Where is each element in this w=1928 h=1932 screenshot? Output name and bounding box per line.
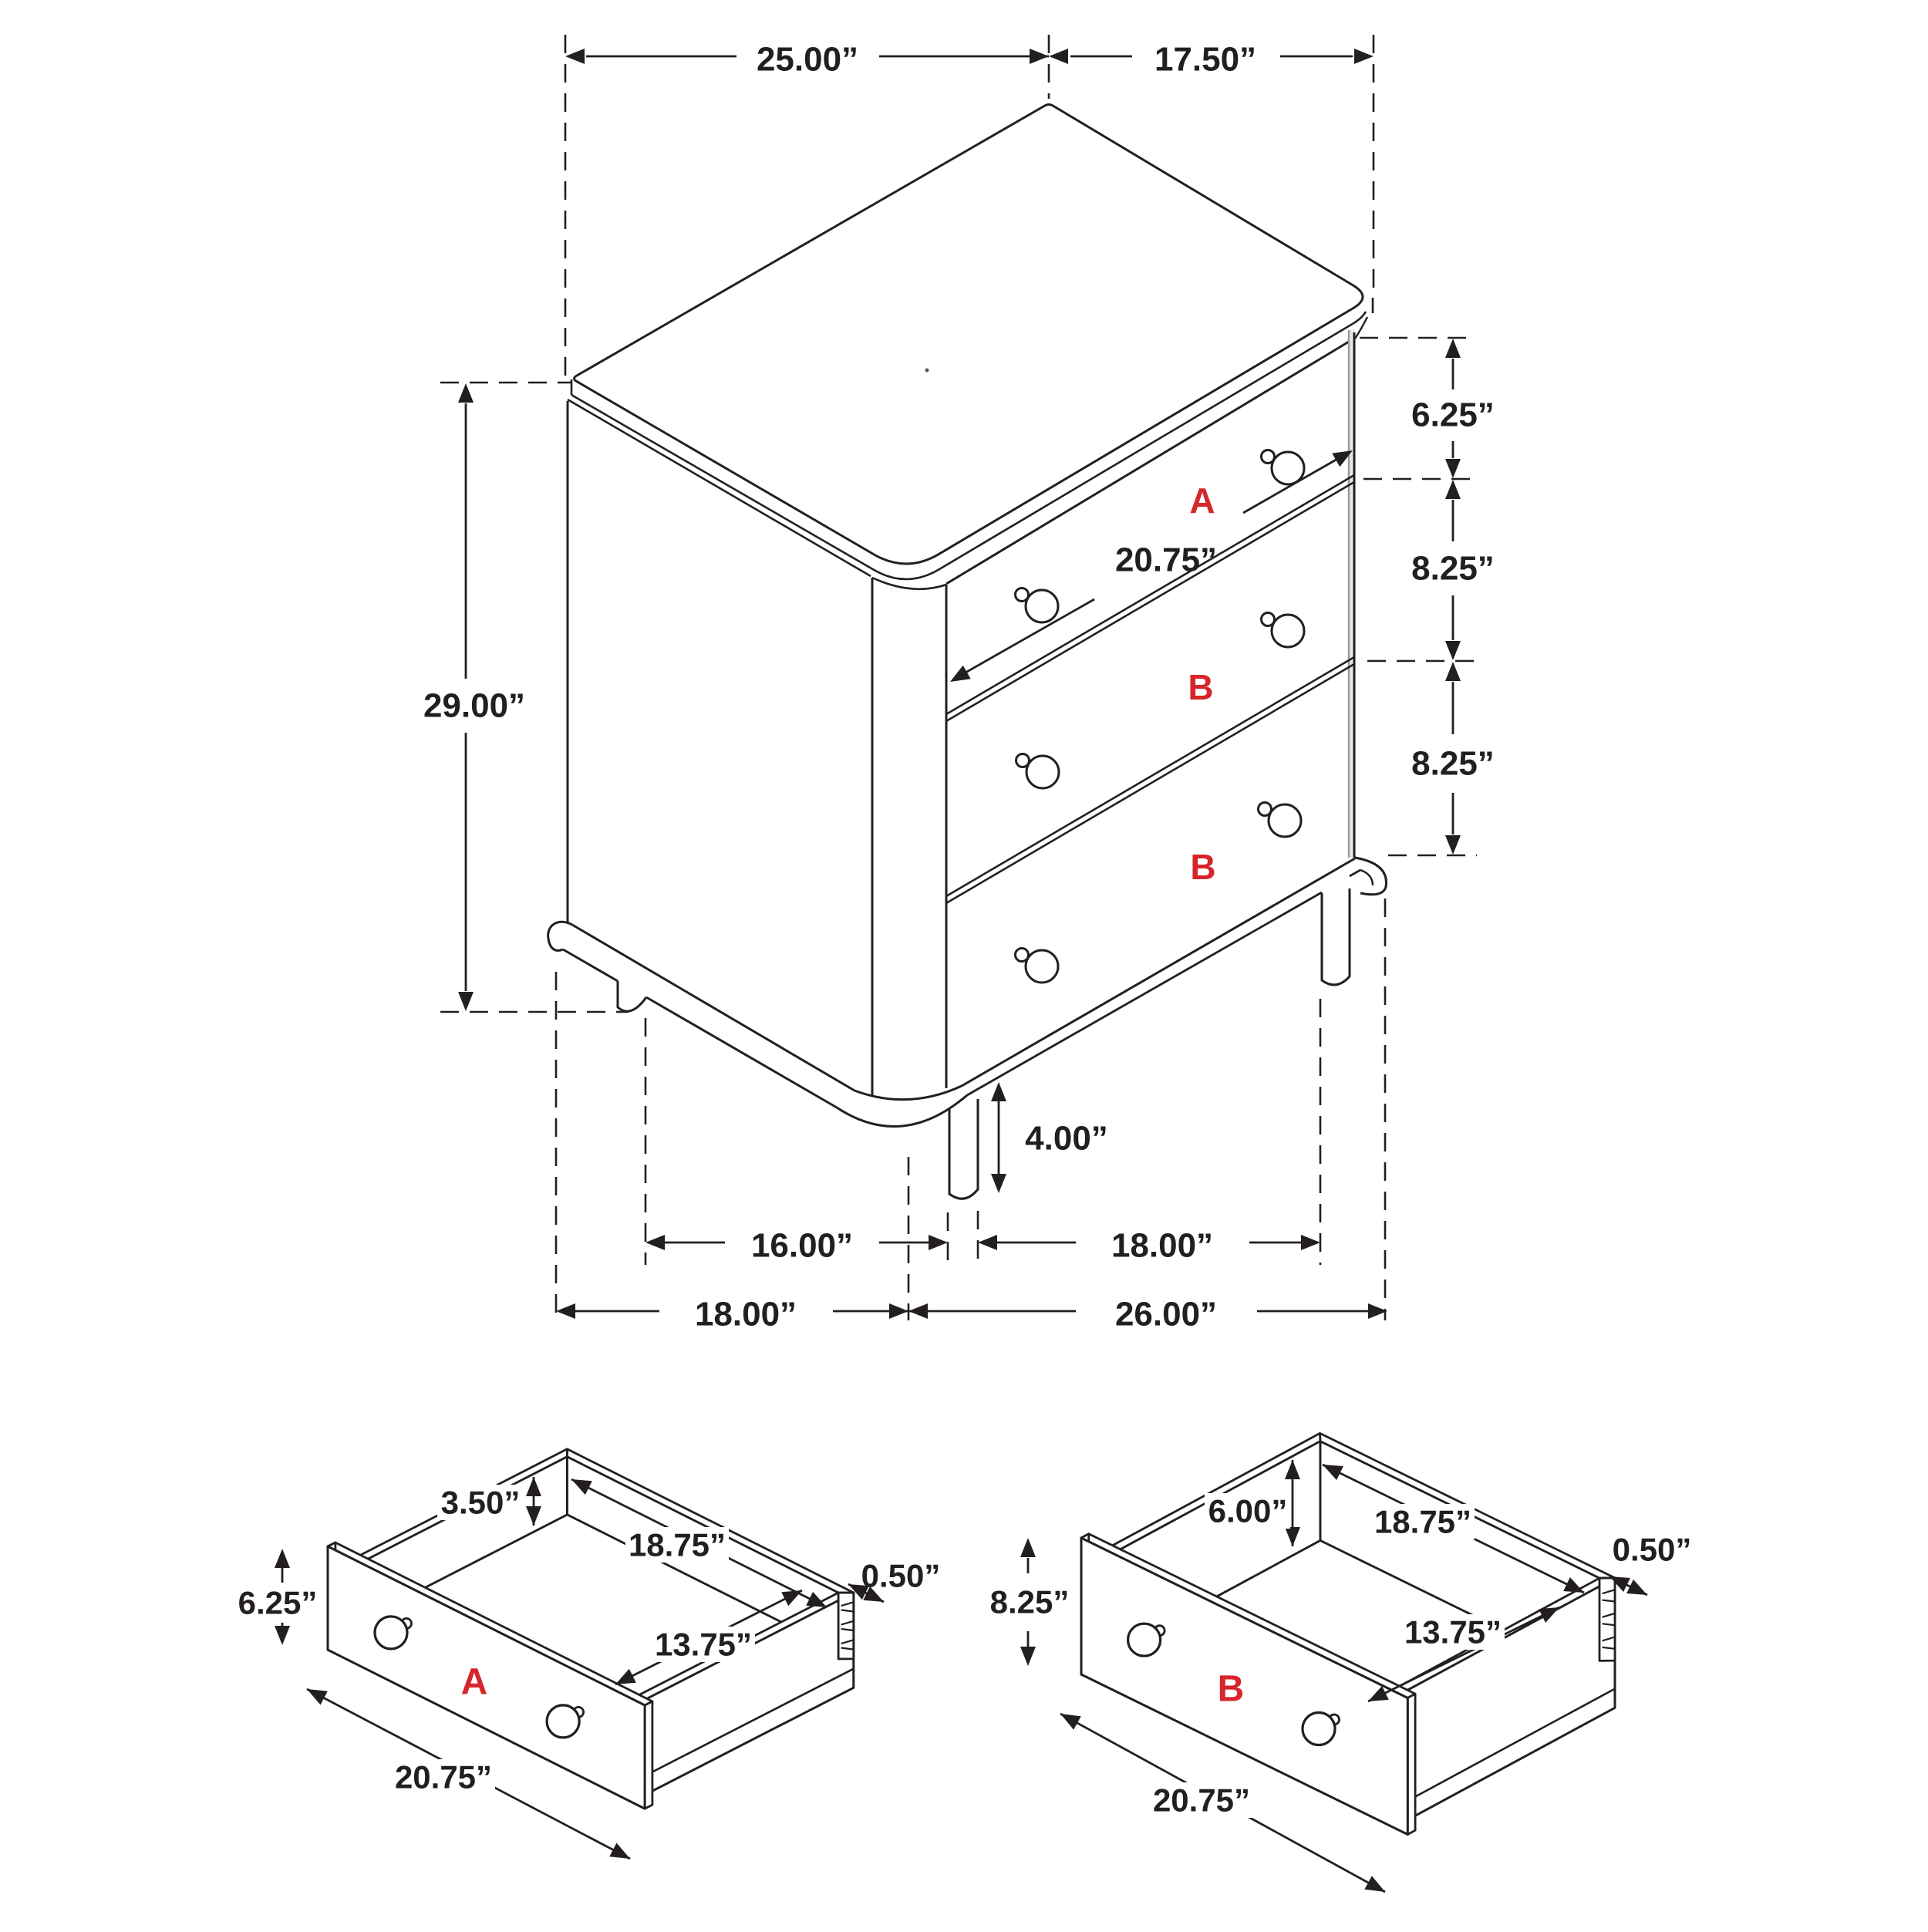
- svg-text:20.75”: 20.75”: [395, 1759, 492, 1795]
- svg-text:6.25”: 6.25”: [238, 1585, 318, 1621]
- svg-text:20.75”: 20.75”: [1115, 541, 1217, 579]
- svg-text:B: B: [1188, 667, 1213, 707]
- svg-text:16.00”: 16.00”: [751, 1227, 853, 1265]
- svg-text:17.50”: 17.50”: [1154, 41, 1256, 79]
- svg-text:0.50”: 0.50”: [1613, 1532, 1692, 1568]
- svg-text:8.25”: 8.25”: [1411, 550, 1495, 588]
- svg-text:18.00”: 18.00”: [1111, 1227, 1213, 1265]
- svg-text:18.75”: 18.75”: [1374, 1504, 1471, 1540]
- svg-text:13.75”: 13.75”: [655, 1627, 752, 1663]
- svg-text:13.75”: 13.75”: [1404, 1614, 1502, 1650]
- svg-text:18.00”: 18.00”: [695, 1296, 797, 1334]
- svg-text:A: A: [461, 1662, 488, 1703]
- svg-text:25.00”: 25.00”: [757, 41, 858, 79]
- svg-text:6.25”: 6.25”: [1411, 396, 1495, 434]
- svg-text:3.50”: 3.50”: [441, 1485, 521, 1521]
- svg-text:0.50”: 0.50”: [861, 1558, 941, 1594]
- svg-text:4.00”: 4.00”: [1025, 1120, 1108, 1158]
- svg-text:29.00”: 29.00”: [423, 687, 525, 725]
- svg-text:B: B: [1190, 847, 1215, 887]
- svg-text:B: B: [1218, 1669, 1245, 1710]
- svg-text:8.25”: 8.25”: [1411, 745, 1495, 783]
- svg-text:20.75”: 20.75”: [1153, 1782, 1250, 1819]
- svg-text:18.75”: 18.75”: [629, 1527, 726, 1563]
- svg-text:A: A: [1189, 480, 1215, 521]
- svg-text:26.00”: 26.00”: [1115, 1296, 1217, 1334]
- svg-text:8.25”: 8.25”: [990, 1584, 1070, 1620]
- svg-text:6.00”: 6.00”: [1208, 1493, 1288, 1529]
